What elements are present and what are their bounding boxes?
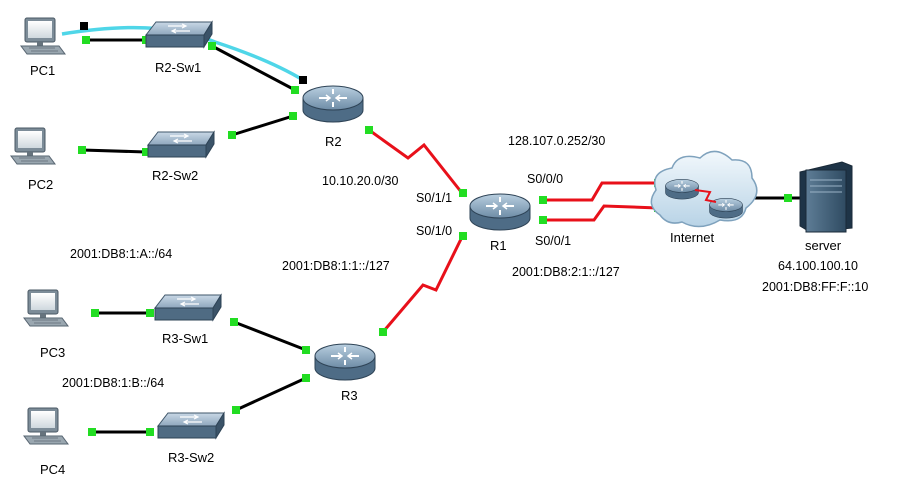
label-r2-sw1: R2-Sw1 — [155, 60, 201, 75]
port-light-r2sw2-a — [142, 148, 150, 156]
label-net-r3-lan2: 2001:DB8:1:B::/64 — [62, 376, 164, 390]
port-light-r2sw2-b — [228, 131, 236, 139]
port-lights — [78, 22, 792, 436]
pc1[interactable] — [20, 17, 66, 55]
serial-r1-internet-s001 — [543, 204, 659, 222]
port-light-r3sw2-a — [146, 428, 154, 436]
port-light-console-pc1 — [80, 22, 88, 30]
label-server-v4: 64.100.100.10 — [778, 259, 858, 273]
label-pc1: PC1 — [30, 63, 55, 78]
label-r1-s011: S0/1/1 — [416, 191, 452, 205]
label-r3-sw2: R3-Sw2 — [168, 450, 214, 465]
links — [61, 25, 800, 434]
serial-r3-r1 — [381, 236, 464, 333]
port-light-r1-s001 — [539, 216, 547, 224]
router-icon — [664, 178, 700, 200]
switch-icon — [147, 131, 215, 158]
serial-r1-internet-s000 — [543, 181, 658, 202]
server-icon — [805, 169, 847, 233]
port-light-r2-a — [291, 86, 299, 94]
r2-sw2[interactable] — [147, 131, 215, 158]
label-net-r3-lan1: 2001:DB8:1:A::/64 — [70, 247, 172, 261]
port-light-pc3 — [91, 309, 99, 317]
label-net-r1-internet-v6: 2001:DB8:2:1::/127 — [512, 265, 620, 279]
link-r2sw1-r2 — [211, 44, 296, 92]
link-pc2-r2sw2 — [81, 148, 147, 154]
pc4[interactable] — [23, 407, 69, 445]
port-light-r1-s000 — [539, 196, 547, 204]
r3-sw1[interactable] — [154, 294, 222, 321]
label-r2-sw2: R2-Sw2 — [152, 168, 198, 183]
label-internet: Internet — [670, 230, 714, 245]
label-r1-s001: S0/0/1 — [535, 234, 571, 248]
port-light-r1-s011 — [459, 189, 467, 197]
r2-sw1[interactable] — [145, 21, 213, 48]
pc2[interactable] — [10, 127, 56, 165]
switch-icon — [154, 294, 222, 321]
label-server: server — [805, 238, 842, 253]
serial-r2-r1 — [368, 128, 464, 194]
port-light-r3sw1-b — [230, 318, 238, 326]
label-net-r1-r3: 2001:DB8:1:1::/127 — [282, 259, 390, 273]
port-light-server — [784, 194, 792, 202]
console-cable-pc1 — [61, 25, 304, 82]
label-pc3: PC3 — [40, 345, 65, 360]
label-net-r1-r2: 10.10.20.0/30 — [322, 174, 399, 188]
pc3[interactable] — [23, 289, 69, 327]
link-r2sw2-r2 — [231, 114, 294, 137]
label-r1: R1 — [490, 238, 507, 253]
port-light-r3-serial — [379, 328, 387, 336]
port-light-pc4 — [88, 428, 96, 436]
pc-icon — [10, 127, 56, 165]
pc-icon — [23, 407, 69, 445]
router-icon — [469, 193, 531, 231]
r2-router[interactable] — [302, 85, 364, 123]
link-r3sw1-r3 — [233, 320, 307, 352]
label-net-r1-internet-v4: 128.107.0.252/30 — [508, 134, 605, 148]
router-icon — [302, 85, 364, 123]
r1-router[interactable] — [469, 193, 531, 231]
r3-sw2[interactable] — [157, 412, 225, 439]
port-light-r2-b — [289, 112, 297, 120]
label-r3: R3 — [341, 388, 358, 403]
port-light-r3-b — [302, 374, 310, 382]
switch-icon — [145, 21, 213, 48]
label-server-v6: 2001:DB8:FF:F::10 — [762, 280, 868, 294]
port-light-r3sw1-a — [146, 309, 154, 317]
label-pc4: PC4 — [40, 462, 65, 477]
server[interactable] — [799, 161, 853, 233]
label-r3-sw1: R3-Sw1 — [162, 331, 208, 346]
port-light-r3-a — [302, 346, 310, 354]
port-light-pc2 — [78, 146, 86, 154]
pc-icon — [23, 289, 69, 327]
pc-icon — [20, 17, 66, 55]
label-pc2: PC2 — [28, 177, 53, 192]
port-light-r2sw1-b — [208, 42, 216, 50]
r3-router[interactable] — [314, 343, 376, 381]
switch-icon — [157, 412, 225, 439]
router-icon — [314, 343, 376, 381]
port-light-r2-serial — [365, 126, 373, 134]
link-r3sw2-r3 — [235, 376, 307, 412]
label-r1-s010: S0/1/0 — [416, 224, 452, 238]
port-light-console-r2 — [299, 76, 307, 84]
internet-cloud[interactable] — [650, 150, 758, 228]
port-light-pc1 — [82, 36, 90, 44]
label-r1-s000: S0/0/0 — [527, 172, 563, 186]
labels: PC1 R2-Sw1 PC2 R2-Sw2 R2 R1 R3 PC3 R3-Sw… — [28, 60, 868, 477]
port-light-r1-s010 — [459, 232, 467, 240]
label-r2: R2 — [325, 134, 342, 149]
port-light-r3sw2-b — [232, 406, 240, 414]
